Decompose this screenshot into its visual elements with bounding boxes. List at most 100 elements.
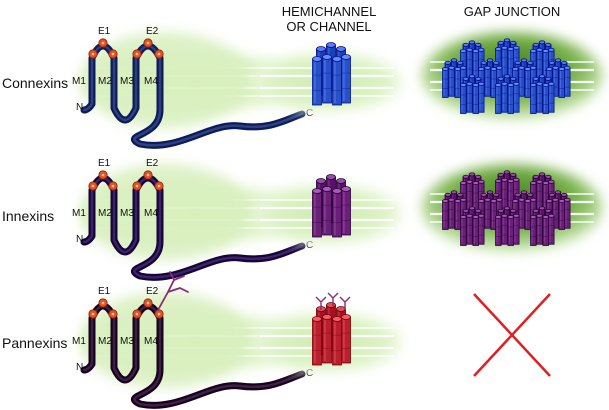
channel-subunit-top [513,45,520,50]
channel-subunit [558,200,565,230]
channel-subunit [332,58,342,106]
channel-subunit-top [524,199,531,203]
channel-subunit-top [513,177,520,182]
channel-subunit-top [460,215,467,219]
channel-subunit-top [478,179,485,184]
channel-subunit [472,216,479,246]
channel-subunit-top [475,42,482,47]
channel-subunit [564,199,571,229]
cysteine-site-dot [111,312,115,316]
protein-cloud [80,292,250,388]
channel-subunit-top [444,60,451,65]
channel-subunit-highlight [559,202,561,228]
channel-subunit-top [503,206,511,211]
channel-subunit-highlight [314,61,316,103]
channel-subunit-top [322,314,332,320]
channel-subunit-top [472,181,479,185]
channel-subunit-highlight [565,69,567,95]
channel-subunit-top [448,197,455,202]
cysteine-site-dot [91,312,95,316]
channel-subunit-top [501,177,508,182]
channel-subunit-top [478,67,485,71]
channel-subunit-highlight [543,52,545,78]
channel-subunit [466,83,473,113]
channel-subunit-top [457,192,464,197]
cysteine-site-dot [157,52,161,56]
channel-subunit-highlight [334,61,336,103]
channel-subunit-top [475,208,482,213]
channel-subunit-highlight [491,70,493,96]
channel-subunit-top [532,42,539,47]
channel-subunit [478,215,485,245]
channel-subunit-highlight [502,49,504,75]
channel-subunit-highlight [553,201,555,227]
channel-subunit-top [564,65,571,70]
channel-subunit-highlight [519,201,521,227]
channel-subunit [542,84,549,114]
channel-subunit [536,181,543,211]
channel-subunit-top [484,65,491,70]
channel-subunit-highlight [531,69,533,95]
channel-subunit-top [518,65,525,70]
channel-subunit-top [322,186,332,192]
innexin-hemichannel [252,174,402,244]
channel-subunit-top [538,40,546,45]
connexin-gap-junction [422,32,602,120]
channel-subunit-top [460,65,467,70]
channel-subunit-top [478,199,485,203]
row-label-connexins: Connexins [2,75,68,91]
channel-subunit-top [460,83,467,87]
channel-subunit [341,56,351,104]
channel-subunit-top [530,197,537,202]
domain-label-m2: M2 [98,208,112,219]
domain-label-m4: M4 [144,336,158,347]
channel-subunit-top [510,76,517,81]
channel-subunit-highlight [508,182,510,208]
channel-subunit-top [497,40,504,45]
pannexin-no-gap-junction [473,293,551,377]
channel-subunit-top [316,46,326,52]
channel-subunit-highlight [473,184,475,210]
channel-subunit [341,188,351,236]
channel-subunit [332,190,342,238]
channel-subunit-highlight [531,218,533,244]
channel-subunit-highlight [514,85,516,111]
channel-subunit [507,84,514,114]
channel-subunit [448,199,455,229]
channel-subunit-top [462,76,469,81]
channel-subunit [495,216,502,246]
channel-subunit [501,83,508,113]
domain-label-e2: E2 [146,158,159,169]
channel-subunit-highlight [314,193,316,235]
channel-subunit-top [503,170,511,175]
channel-subunit-highlight [467,85,469,111]
channel-subunit-top [536,213,543,218]
channel-subunit-top [336,46,346,52]
channel-subunit [466,49,473,79]
channel-subunit-highlight [461,69,463,95]
channel-subunit-top [561,60,568,65]
channel-subunit-top [513,81,520,86]
channel-subunit-highlight [479,85,481,111]
column-headers: HEMICHANNEL OR CHANNEL GAP JUNCTION [282,4,561,34]
channel-subunit-highlight [514,217,516,243]
channel-subunit [341,316,351,364]
channel-subunit-top [496,197,503,202]
channel-subunit [501,47,508,77]
channel-subunit-top [548,47,555,52]
cysteine-site-dot [146,301,150,305]
channel-subunit-top [530,83,537,87]
channel-subunit-top [495,179,502,183]
channel-subunit [548,215,555,245]
channel-subunit-top [332,56,342,62]
channel-subunit-top [332,188,342,194]
channel-subunit-highlight [519,69,521,95]
channel-subunit-top [460,181,467,185]
channel-subunit-highlight [443,202,445,228]
channel-subunit-top [530,65,537,70]
channel-subunit-highlight [473,218,475,244]
channel-subunit-top [538,74,546,79]
protein-cloud [80,32,250,128]
